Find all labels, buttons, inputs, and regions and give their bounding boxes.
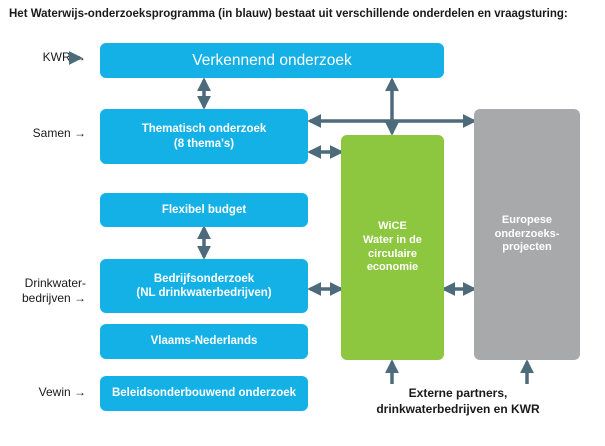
block-bedrijfsonderzoek: Bedrijfsonderzoek (NL drinkwaterbedrijve… (100, 259, 308, 313)
block-flexibel-budget: Flexibel budget (100, 193, 308, 227)
block-verkennend-onderzoek: Verkennend onderzoek (100, 43, 444, 78)
diagram-title: Het Waterwijs-onderzoeksprogramma (in bl… (9, 8, 568, 20)
label-drinkwaterbedrijven: Drinkwater- bedrijven → (21, 276, 86, 305)
externe-partners-label: Externe partners, drinkwaterbedrijven en… (376, 386, 540, 416)
label-samen: Samen → (32, 126, 86, 140)
block-vlaams-nederlands: Vlaams-Nederlands (100, 324, 308, 359)
block-wice: WiCE Water in de circulaire economie (341, 135, 444, 360)
block-europese-onderzoeksprojecten: Europese onderzoeks- projecten (474, 109, 580, 360)
block-thematisch-onderzoek: Thematisch onderzoek (8 thema's) (100, 109, 308, 164)
label-vewin: Vewin → (38, 385, 86, 399)
block-beleidsonderbouwend-onderzoek: Beleidsonderbouwend onderzoek (100, 376, 308, 411)
